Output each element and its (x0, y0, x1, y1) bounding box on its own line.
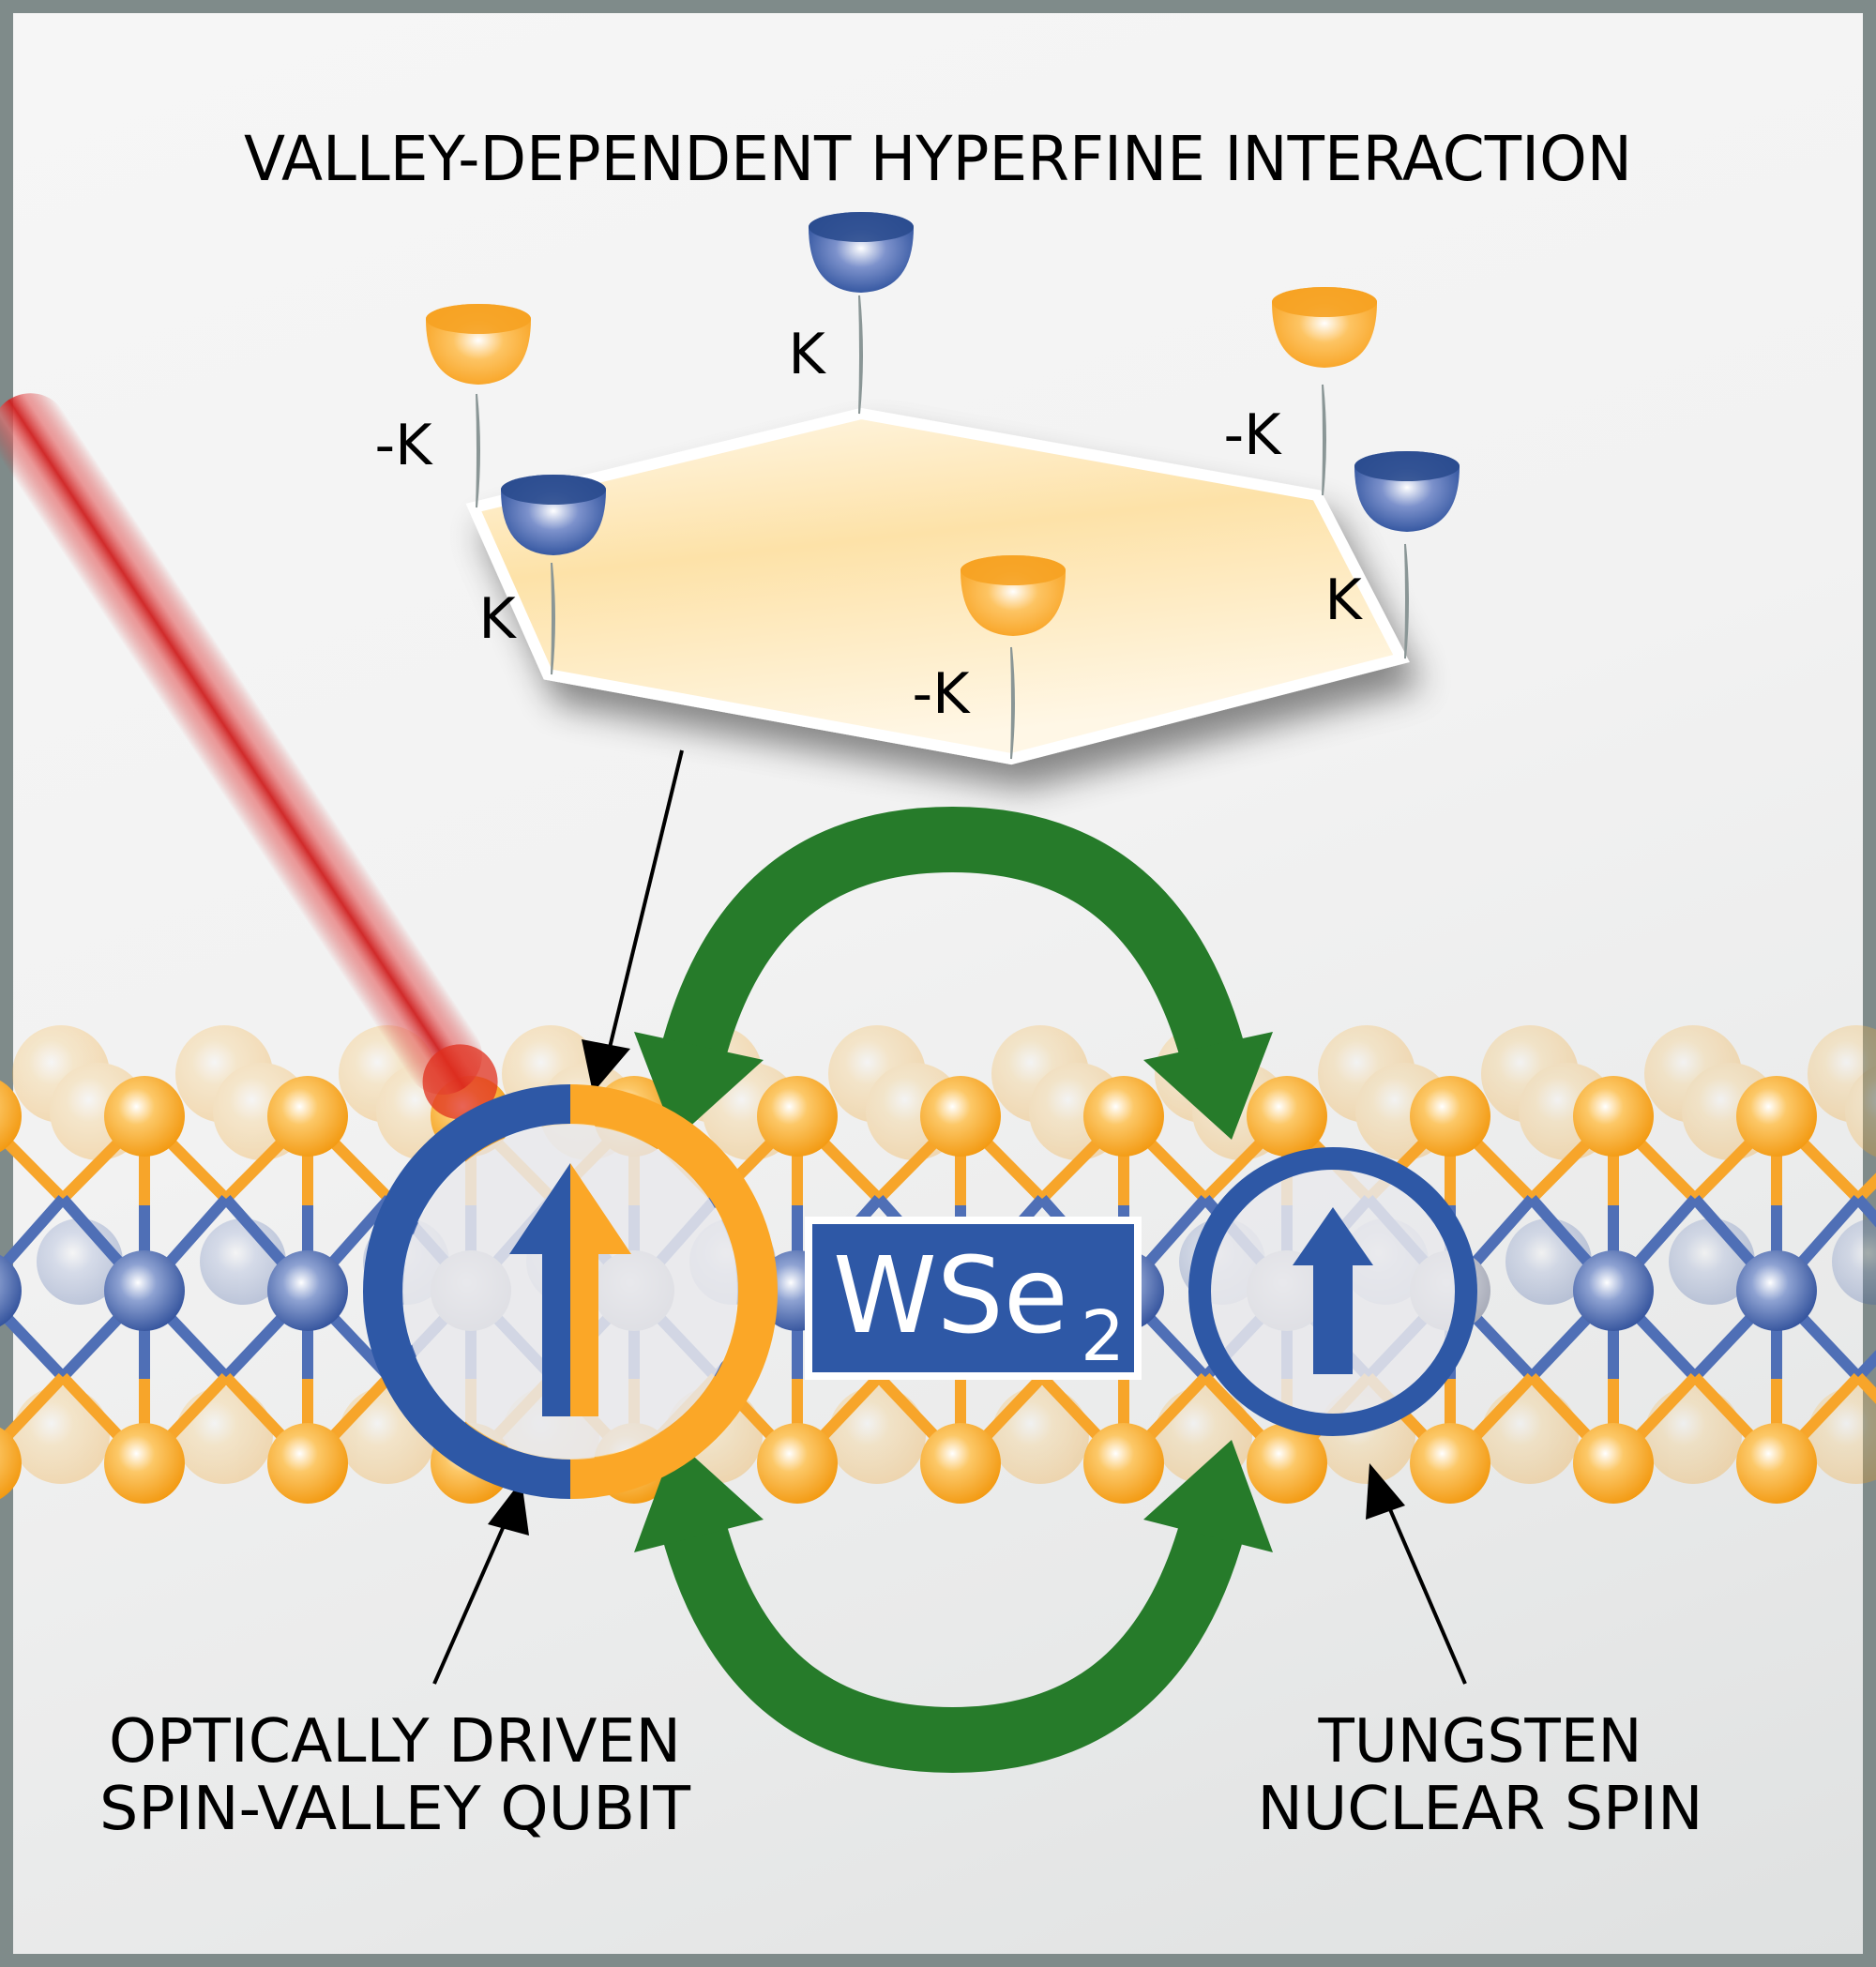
material-label-box: WSe 2 (805, 1217, 1142, 1380)
valley-label: -K (913, 661, 972, 727)
caption-qubit: OPTICALLY DRIVEN SPIN-VALLEY QUBIT (99, 1707, 691, 1844)
valley-label: K (788, 322, 826, 387)
valley-stem (1404, 543, 1409, 659)
valley-marker: K (788, 212, 914, 415)
valley-markers: K -K -K K -K K (375, 212, 1460, 760)
valley-label: K (478, 586, 517, 652)
nuclear-spin-symbol (1188, 1147, 1477, 1436)
selenium-atom (0, 1427, 22, 1500)
selenium-atom (757, 1076, 838, 1157)
material-formula-subscript: 2 (1081, 1296, 1125, 1377)
valley-stem (1010, 646, 1015, 760)
pointer-arrow-caption-to-qubit (432, 1480, 529, 1685)
valley-marker: K (1324, 451, 1460, 659)
selenium-atom (1083, 1076, 1164, 1157)
laser-beam (0, 393, 498, 1120)
caption-nucleus: TUNGSTEN NUCLEAR SPIN (1258, 1707, 1703, 1844)
valley-label: -K (375, 413, 434, 478)
valley-marker: -K (1224, 287, 1377, 496)
valley-marker: K (478, 475, 606, 675)
selenium-atom (267, 1076, 348, 1157)
selenium-atom (267, 1423, 348, 1504)
tungsten-atom (1573, 1250, 1654, 1331)
valley-stem (476, 393, 480, 508)
tungsten-atom (267, 1250, 348, 1331)
selenium-atom (104, 1423, 185, 1504)
selenium-atom (920, 1423, 1001, 1504)
spin-valley-qubit-symbol (363, 1084, 778, 1499)
selenium-atom (1247, 1423, 1327, 1504)
selenium-atom (1736, 1076, 1817, 1157)
material-formula: WSe (833, 1235, 1068, 1357)
selenium-atom (1573, 1076, 1654, 1157)
caption-nucleus-line1: TUNGSTEN (1318, 1707, 1642, 1777)
pointer-arrow-caption-to-nucleus (1366, 1463, 1467, 1685)
pointer-arrow-zone-to-qubit (582, 749, 684, 1093)
selenium-atom (1410, 1076, 1490, 1157)
selenium-atom (1410, 1423, 1490, 1504)
figure-frame (13, 13, 1863, 1954)
caption-qubit-line1: OPTICALLY DRIVEN (109, 1707, 681, 1777)
valley-label: K (1324, 567, 1363, 633)
selenium-atom (1083, 1423, 1164, 1504)
valley-marker: -K (913, 555, 1066, 760)
valley-label: -K (1224, 402, 1283, 468)
diagram-title: VALLEY-DEPENDENT HYPERFINE INTERACTION (244, 123, 1632, 195)
selenium-atom (757, 1423, 838, 1504)
selenium-atom (920, 1076, 1001, 1157)
caption-qubit-line2: SPIN-VALLEY QUBIT (99, 1775, 691, 1844)
valley-marker: -K (375, 304, 531, 508)
tungsten-atom (0, 1254, 22, 1327)
caption-nucleus-line2: NUCLEAR SPIN (1258, 1775, 1703, 1844)
qubit-spin-up-arrow-icon (509, 1163, 570, 1416)
selenium-atom (1247, 1076, 1327, 1157)
selenium-atom (104, 1076, 185, 1157)
selenium-atom (1736, 1423, 1817, 1504)
valley-stem (858, 295, 863, 415)
valley-stem (1322, 384, 1326, 496)
tungsten-atom (104, 1250, 185, 1331)
tungsten-atom (1736, 1250, 1817, 1331)
valley-stem (551, 562, 555, 675)
selenium-atom (0, 1080, 22, 1153)
selenium-atom (1573, 1423, 1654, 1504)
nuclear-spin-up-arrow-icon (1293, 1207, 1373, 1374)
